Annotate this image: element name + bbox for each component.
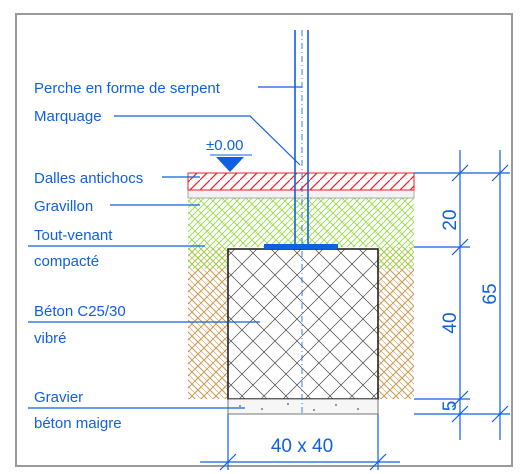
label-marquage: Marquage xyxy=(34,108,102,125)
dim-20: 20 xyxy=(440,209,461,230)
lean-concrete-base xyxy=(227,398,379,415)
leader-lines xyxy=(28,86,302,409)
label-tout-venant-1: Tout-venant xyxy=(34,227,113,244)
dim-footing-label: 40 x 40 xyxy=(271,436,333,457)
label-gravillon: Gravillon xyxy=(34,198,93,215)
dim-65: 65 xyxy=(480,283,501,304)
label-beton-2: vibré xyxy=(34,330,67,347)
dalles-layer xyxy=(187,172,415,191)
dim-40: 40 xyxy=(440,312,461,333)
pole-base-plate xyxy=(264,244,338,249)
label-tout-venant-2: compacté xyxy=(34,253,99,270)
tout-venant-side-left xyxy=(188,247,228,269)
dim-footing-width xyxy=(200,414,400,471)
soil-brown-right xyxy=(378,247,414,399)
concrete-footing xyxy=(227,248,379,400)
soil-brown-left xyxy=(188,247,228,399)
dim-chain-outer xyxy=(470,150,510,440)
label-gravier-2: béton maigre xyxy=(34,415,122,432)
tout-venant-layer xyxy=(188,198,414,247)
tout-venant-side xyxy=(378,247,414,269)
dim-5: 5 xyxy=(440,401,461,412)
gravillon-layer xyxy=(187,189,415,199)
level-label: ±0.00 xyxy=(206,137,243,154)
dim-chain-inner xyxy=(414,150,470,440)
label-dalles: Dalles antichocs xyxy=(34,170,143,187)
drawing-frame xyxy=(15,13,513,467)
lean-concrete-dots xyxy=(239,403,359,411)
label-beton-1: Béton C25/30 xyxy=(34,303,126,320)
level-triangle-icon xyxy=(216,157,244,172)
label-gravier-1: Gravier xyxy=(34,389,83,406)
label-perche: Perche en forme de serpent xyxy=(34,80,221,97)
